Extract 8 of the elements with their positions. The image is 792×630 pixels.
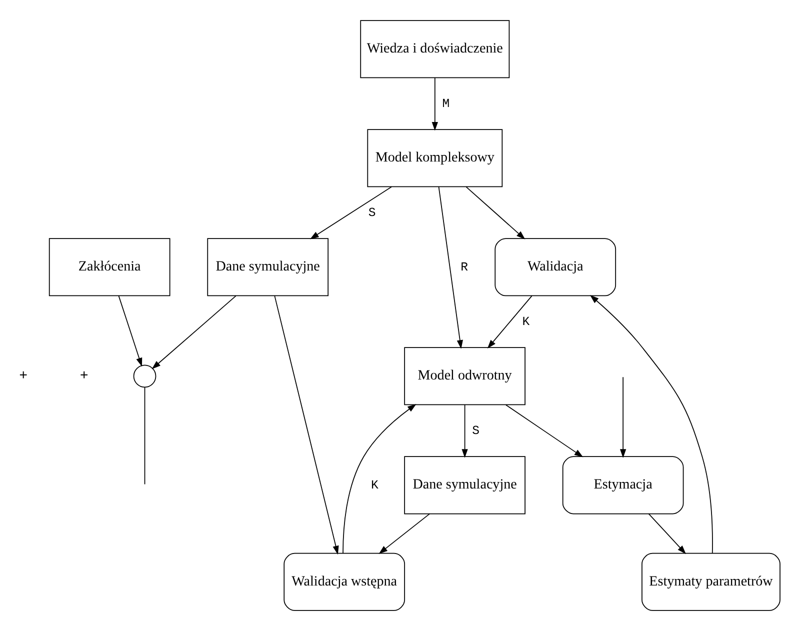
- edge-label: M: [442, 96, 450, 110]
- edge-label: K: [370, 478, 378, 492]
- edge-label: S: [472, 423, 480, 438]
- edge-label: K: [522, 314, 530, 328]
- label: +: [80, 366, 88, 382]
- label: +: [19, 366, 28, 382]
- edge-label: S: [368, 205, 376, 220]
- edge-label: R: [460, 260, 468, 274]
